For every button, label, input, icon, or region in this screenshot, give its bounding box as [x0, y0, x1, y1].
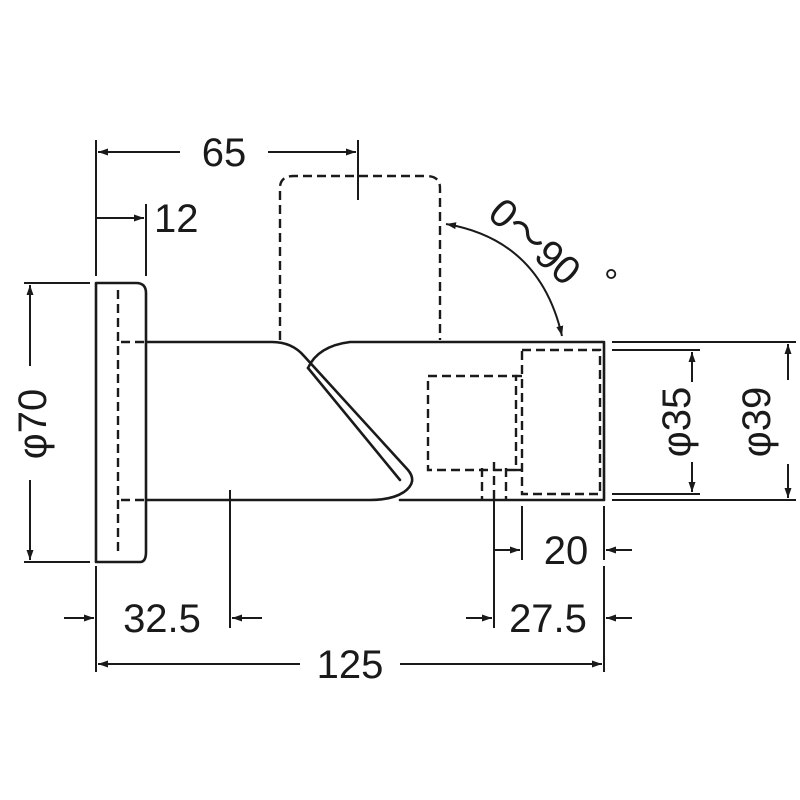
- dim-125-label: 125: [317, 643, 384, 687]
- dia-35-label: φ35: [655, 387, 699, 457]
- dim-32-5-label: 32.5: [123, 597, 201, 641]
- arm-left-section: [144, 340, 414, 502]
- degree-mark: °: [604, 261, 618, 302]
- dim-65: 65: [95, 131, 359, 276]
- dim-12-label: 12: [154, 197, 199, 241]
- wall-flange: [94, 281, 148, 564]
- dim-dia-70: φ70: [11, 282, 90, 563]
- dim-20-label: 20: [544, 529, 589, 573]
- dim-27-5-label: 27.5: [509, 597, 587, 641]
- dim-12: 12: [96, 197, 199, 276]
- dia-39-label: φ39: [735, 387, 779, 457]
- dim-angle: 0～90 °: [445, 190, 618, 337]
- dim-dia-35: φ35: [612, 349, 700, 495]
- dim-65-label: 65: [202, 131, 247, 175]
- dim-27-5: 27.5: [466, 500, 632, 672]
- dim-dia-39: φ39: [612, 341, 796, 501]
- dim-20: 20: [494, 506, 632, 573]
- dia-70-label: φ70: [11, 389, 55, 459]
- hidden-rotated-arm: [278, 174, 442, 340]
- arm-right-section: [306, 340, 606, 502]
- dim-32-5: 32.5: [64, 490, 262, 672]
- hidden-socket: [426, 348, 602, 500]
- dim-125: 125: [98, 643, 602, 687]
